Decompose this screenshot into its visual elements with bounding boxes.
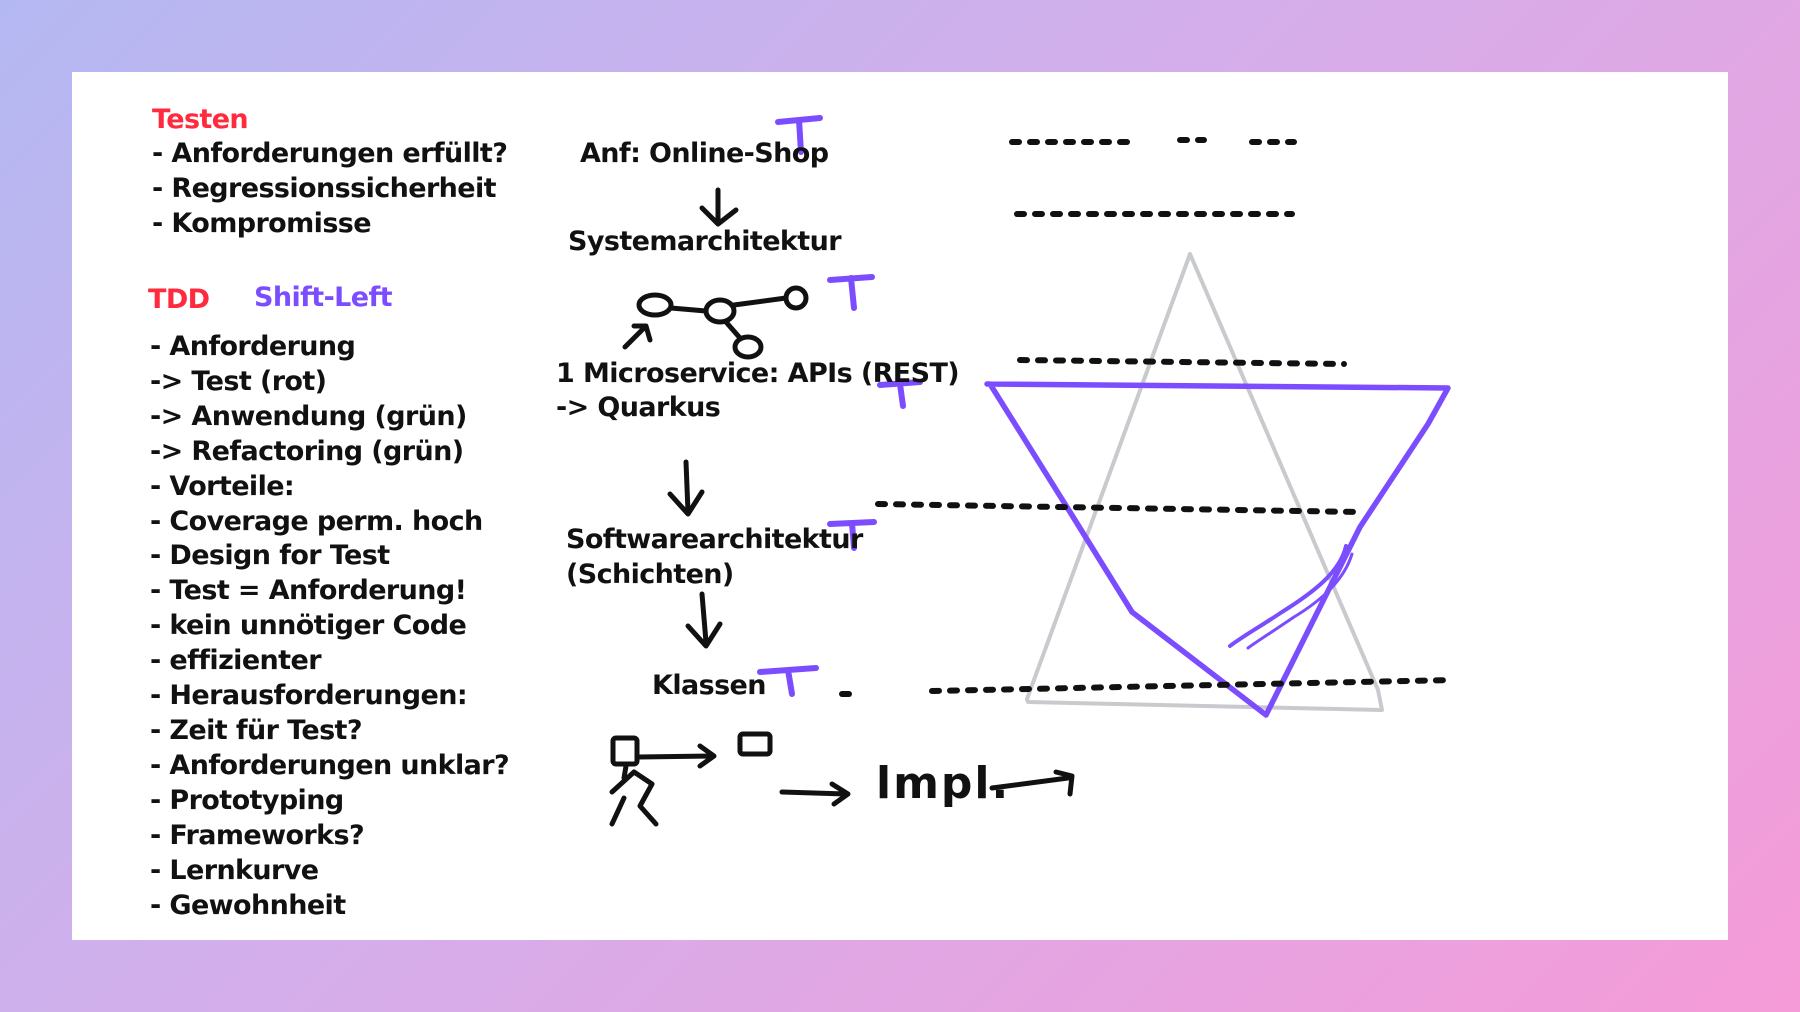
- level-line: [1017, 357, 1347, 367]
- class-diagram-sketch: [609, 731, 1075, 827]
- arrow-right-icon: [779, 781, 851, 807]
- t-marker-icon: [757, 665, 819, 697]
- shift-left-funnel-curve: [1228, 544, 1348, 648]
- arrow-down-icon: [667, 459, 705, 517]
- tdd-list: - Anforderung -> Test (rot) -> Anwendung…: [150, 330, 510, 923]
- list-item: - Regressionssicherheit: [152, 173, 497, 204]
- list-item: - Vorteile:: [150, 470, 295, 502]
- requirement-label: Anf: Online-Shop: [580, 138, 829, 169]
- t-marker-icon: [827, 519, 877, 551]
- test-pyramid: [1025, 252, 1384, 712]
- list-item: - Coverage perm. hoch: [150, 505, 483, 537]
- list-item: - Frameworks?: [150, 819, 365, 851]
- list-item: - Anforderungen unklar?: [150, 749, 510, 781]
- microservice-label: 1 Microservice: APIs (REST): [556, 358, 960, 389]
- level-line: [929, 677, 1455, 694]
- testen-list: - Anforderungen erfüllt? - Regressionssi…: [152, 136, 508, 241]
- software-architecture-label: Softwarearchitektur: [566, 524, 863, 555]
- list-item: - Prototyping: [150, 784, 344, 816]
- shift-left-heading: Shift-Left: [254, 282, 393, 313]
- t-marker-icon: [877, 379, 923, 409]
- t-marker-icon: [775, 115, 823, 155]
- connector-line: [668, 305, 709, 314]
- arrow-down-icon: [685, 591, 723, 649]
- list-item: - Anforderung: [150, 331, 356, 362]
- service-node: [732, 334, 764, 360]
- connector-line: [731, 295, 789, 308]
- service-node: [703, 297, 737, 325]
- list-item: -> Refactoring (grün): [150, 435, 464, 467]
- list-item: - kein unnötiger Code: [150, 610, 467, 642]
- list-item: - Gewohnheit: [150, 889, 346, 921]
- microservices-sketch: [622, 285, 809, 360]
- list-item: - Lernkurve: [150, 854, 319, 886]
- sketch-layer: [609, 115, 1455, 827]
- class-box: [610, 735, 640, 767]
- service-node: [636, 292, 674, 318]
- connector-line: [723, 319, 743, 341]
- flow-arrows: [667, 187, 739, 649]
- test-markers: [757, 115, 923, 697]
- list-item: - Anforderungen erfüllt?: [152, 138, 508, 169]
- software-architecture-layers-label: (Schichten): [566, 559, 734, 590]
- impl-scribble: lmpl.: [876, 758, 1011, 809]
- list-item: - effizienter: [150, 645, 322, 677]
- arrow-right-icon: [989, 769, 1075, 797]
- arrow-right-icon: [636, 743, 717, 769]
- shift-left-funnel: [984, 381, 1451, 718]
- list-item: - Zeit für Test?: [150, 714, 363, 746]
- tdd-heading: TDD: [148, 284, 210, 315]
- service-node: [783, 285, 809, 311]
- list-item: - Design for Test: [150, 540, 390, 572]
- arrow-down-icon: [699, 187, 739, 227]
- testen-heading: Testen: [152, 104, 249, 135]
- level-lines: [839, 137, 1455, 697]
- level-line: [875, 501, 1363, 515]
- classes-label: Klassen: [652, 670, 766, 701]
- list-item: -> Test (rot): [150, 365, 327, 397]
- t-marker-icon: [827, 274, 875, 311]
- shift-left-funnel-curve: [1246, 552, 1354, 650]
- list-item: - Test = Anforderung!: [150, 575, 467, 607]
- whiteboard: Testen - Anforderungen erfüllt? - Regres…: [72, 72, 1728, 940]
- arrow-up-icon: [622, 323, 653, 350]
- list-item: -> Anwendung (grün): [150, 400, 467, 432]
- stick-figure: [609, 763, 659, 827]
- microservice-framework-label: -> Quarkus: [556, 392, 721, 423]
- class-box: [737, 731, 773, 757]
- system-architecture-label: Systemarchitektur: [568, 226, 842, 257]
- list-item: - Kompromisse: [152, 208, 372, 239]
- list-item: - Herausforderungen:: [150, 680, 468, 712]
